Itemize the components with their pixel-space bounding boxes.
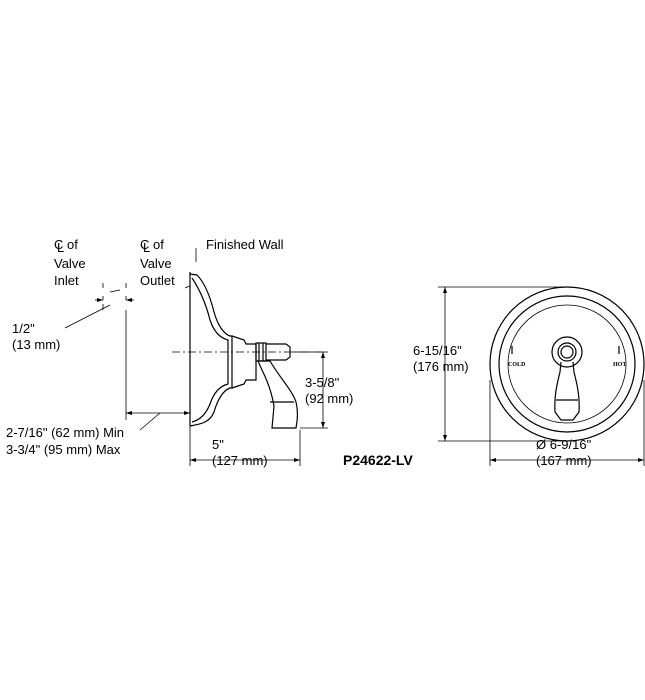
- front-dimension-arrowheads: [443, 287, 644, 462]
- projection-mm-dim: (127 mm): [212, 453, 268, 468]
- valve-outlet-of: of: [153, 237, 164, 252]
- side-view-outline: [189, 272, 299, 429]
- finished-wall-label: Finished Wall: [206, 237, 284, 252]
- half-inch-dim: 1/2": [12, 321, 35, 336]
- cl-c: C: [140, 237, 150, 252]
- valve-inlet-line2: Inlet: [54, 273, 79, 288]
- valve-inlet-line1: Valve: [54, 256, 86, 271]
- valve-outlet-line1: Valve: [140, 256, 172, 271]
- front-view-dimensions: [438, 286, 645, 466]
- half-inch-mm-dim: (13 mm): [12, 337, 61, 352]
- height-dim: 6-15/16": [413, 343, 462, 358]
- cl-l: L: [143, 240, 151, 255]
- diameter-dim: Ø 6-9/16": [536, 437, 592, 452]
- depth-min-dim: 2-7/16" (62 mm) Min: [6, 425, 125, 440]
- hot-label: HOT: [613, 362, 627, 368]
- valve-inlet-of: of: [67, 237, 78, 252]
- dimension-arrowheads: [97, 298, 325, 462]
- valve-outlet-line2: Outlet: [140, 273, 175, 288]
- depth-max-dim: 3-3/4" (95 mm) Max: [6, 442, 121, 457]
- cold-label: COLD: [508, 362, 526, 368]
- height-mm-dim: (176 mm): [413, 359, 469, 374]
- handle-height-dim: 3-5/8": [305, 375, 340, 390]
- cl-l: L: [57, 240, 65, 255]
- model-number: P24622-LV: [343, 452, 413, 468]
- diameter-mm-dim: (167 mm): [536, 453, 592, 468]
- cl-c: C: [54, 237, 64, 252]
- projection-dim: 5": [212, 437, 224, 452]
- handle-height-mm-dim: (92 mm): [305, 391, 354, 406]
